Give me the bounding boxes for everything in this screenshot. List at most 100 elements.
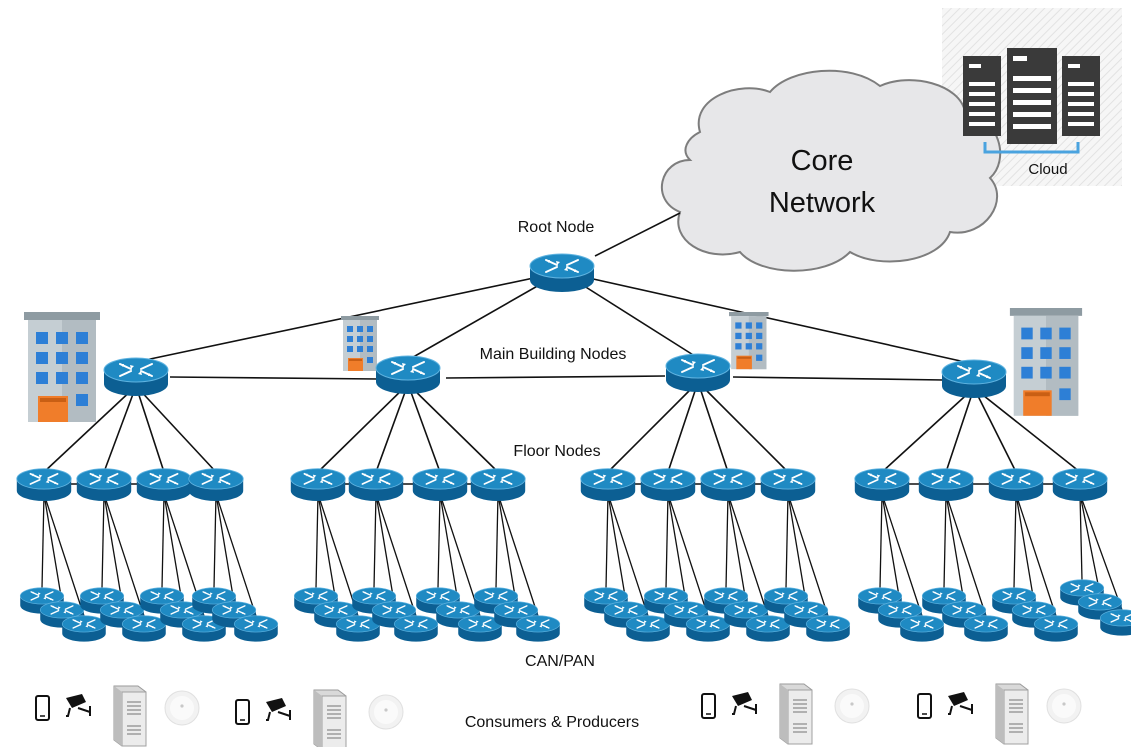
- link-line: [135, 385, 217, 473]
- security-camera-icon: [731, 691, 757, 715]
- link-line: [163, 493, 183, 603]
- link-line: [943, 493, 947, 589]
- device-group: [917, 683, 1082, 745]
- leaf-router-icon: [61, 615, 107, 643]
- link-line: [103, 385, 137, 473]
- floor-router-icon: [699, 467, 757, 502]
- floor-router-icon: [135, 467, 193, 502]
- link-line: [375, 493, 417, 617]
- leaf-router-icon: [121, 615, 167, 643]
- leaf-router-icon: [233, 615, 279, 643]
- link-line: [881, 387, 975, 473]
- smart-sensor-icon: [164, 690, 200, 726]
- link-line: [1015, 493, 1057, 617]
- link-line: [881, 493, 923, 617]
- building-icon: [24, 312, 100, 422]
- link-line: [439, 493, 481, 617]
- link-line: [317, 493, 337, 603]
- link-line: [732, 376, 945, 381]
- floor-router-icon: [1051, 467, 1109, 502]
- link-line: [41, 493, 45, 589]
- root-node-label: Root Node: [518, 219, 595, 236]
- leaf-router-icon: [393, 615, 439, 643]
- link-line: [667, 493, 687, 603]
- leaf-router-icon: [745, 615, 791, 643]
- link-line: [169, 376, 379, 380]
- link-line: [495, 493, 499, 589]
- link-line: [103, 493, 123, 603]
- link-line: [43, 493, 63, 603]
- floor-router-icon: [187, 467, 245, 502]
- floor-router-icon: [579, 467, 637, 502]
- link-line: [445, 375, 666, 379]
- floor-nodes-label: Floor Nodes: [513, 443, 600, 460]
- link-line: [497, 493, 517, 603]
- building-router-icon: [941, 359, 1007, 399]
- leaf-router-icon: [685, 615, 731, 643]
- link-line: [407, 383, 499, 473]
- link-line: [879, 493, 883, 589]
- link-line: [375, 383, 409, 473]
- server-rack-icon: [963, 48, 1100, 154]
- link-line: [135, 385, 165, 473]
- link-line: [607, 493, 649, 617]
- floor-router-icon: [75, 467, 133, 502]
- link-line: [317, 493, 359, 617]
- link-line: [725, 493, 729, 589]
- link-line: [213, 493, 217, 589]
- link-line: [437, 493, 441, 589]
- link-line: [945, 493, 965, 603]
- link-line: [973, 387, 1081, 473]
- device-group: [35, 685, 200, 747]
- floor-router-icon: [759, 467, 817, 502]
- main-building-nodes-label: Main Building Nodes: [480, 346, 627, 363]
- smart-sensor-icon: [834, 688, 870, 724]
- leaf-router-icon: [899, 615, 945, 643]
- link-line: [103, 493, 145, 617]
- link-line: [665, 493, 669, 589]
- consumers-producers-label: Consumers & Producers: [465, 714, 639, 731]
- link-line: [607, 493, 627, 603]
- link-line: [375, 493, 395, 603]
- floor-router-icon: [289, 467, 347, 502]
- link-line: [43, 493, 85, 617]
- building-router-icon: [103, 357, 169, 397]
- link-line: [101, 493, 105, 589]
- link-line: [727, 493, 747, 603]
- floor-router-icon: [853, 467, 911, 502]
- link-line: [697, 381, 789, 473]
- smart-sensor-icon: [1046, 688, 1082, 724]
- link-line: [497, 493, 539, 617]
- link-line: [787, 493, 829, 617]
- link-line: [161, 493, 165, 589]
- leaf-router-icon: [805, 615, 851, 643]
- link-line: [787, 493, 807, 603]
- link-line: [881, 493, 901, 603]
- link-line: [43, 385, 137, 473]
- link-line: [1079, 493, 1101, 595]
- floor-router-icon: [469, 467, 527, 502]
- cloud-label: Cloud: [1028, 161, 1067, 178]
- network-links: [41, 212, 1123, 617]
- link-line: [315, 493, 319, 589]
- tower-server-icon: [995, 683, 1029, 745]
- building-router-icon: [665, 353, 731, 393]
- core-network-label-line2: Network: [769, 187, 876, 219]
- building-icon: [1009, 308, 1083, 416]
- floor-router-icon: [987, 467, 1045, 502]
- link-line: [697, 381, 729, 473]
- leaf-router-icon: [1033, 615, 1079, 643]
- can-pan-label: CAN/PAN: [525, 653, 595, 670]
- link-line: [373, 493, 377, 589]
- smartphone-icon: [917, 693, 932, 719]
- link-line: [667, 493, 709, 617]
- core-network-label-line1: Core: [791, 145, 854, 177]
- link-line: [317, 383, 409, 473]
- leaf-router-icon: [625, 615, 671, 643]
- link-line: [1079, 493, 1083, 581]
- link-line: [407, 383, 441, 473]
- tower-server-icon: [113, 685, 147, 747]
- floor-router-icon: [15, 467, 73, 502]
- security-camera-icon: [947, 691, 973, 715]
